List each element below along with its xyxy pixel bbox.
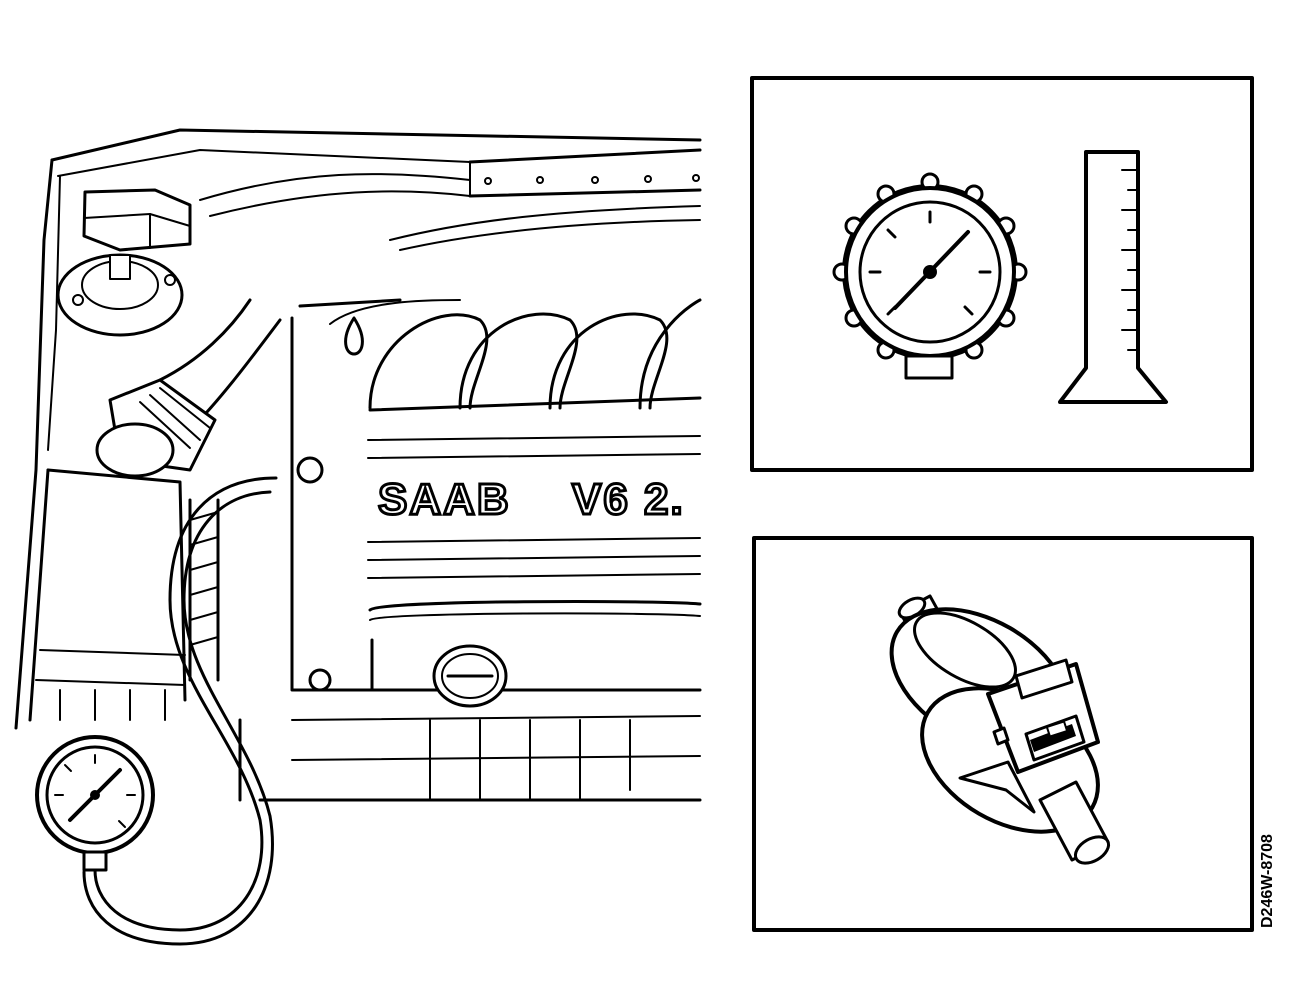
electrical-connector xyxy=(986,658,1100,774)
pressure-gauge-icon xyxy=(832,172,1028,380)
engine-block: SAAB V6 2. xyxy=(238,298,702,802)
strut-tower xyxy=(56,253,184,337)
air-intake-pipe xyxy=(95,298,282,478)
engine-bay-illustration: SAAB V6 2. xyxy=(14,128,702,946)
gauge-hose xyxy=(82,476,278,946)
oil-filler-cap xyxy=(432,644,508,708)
radiator-ribs xyxy=(188,498,220,682)
fuel-pressure-gauge xyxy=(35,735,155,872)
engine-brand-label: SAAB xyxy=(378,475,511,524)
measuring-cylinder-icon xyxy=(1058,150,1168,404)
control-box xyxy=(82,188,192,252)
engine-model-label: V6 2. xyxy=(572,475,685,524)
valve-icon xyxy=(889,594,1111,865)
figure-reference-code: D246W-8708 xyxy=(1259,834,1276,928)
inset-gauge-and-cylinder xyxy=(750,76,1254,472)
air-filter-box xyxy=(28,468,187,722)
inset-valve xyxy=(752,536,1254,932)
